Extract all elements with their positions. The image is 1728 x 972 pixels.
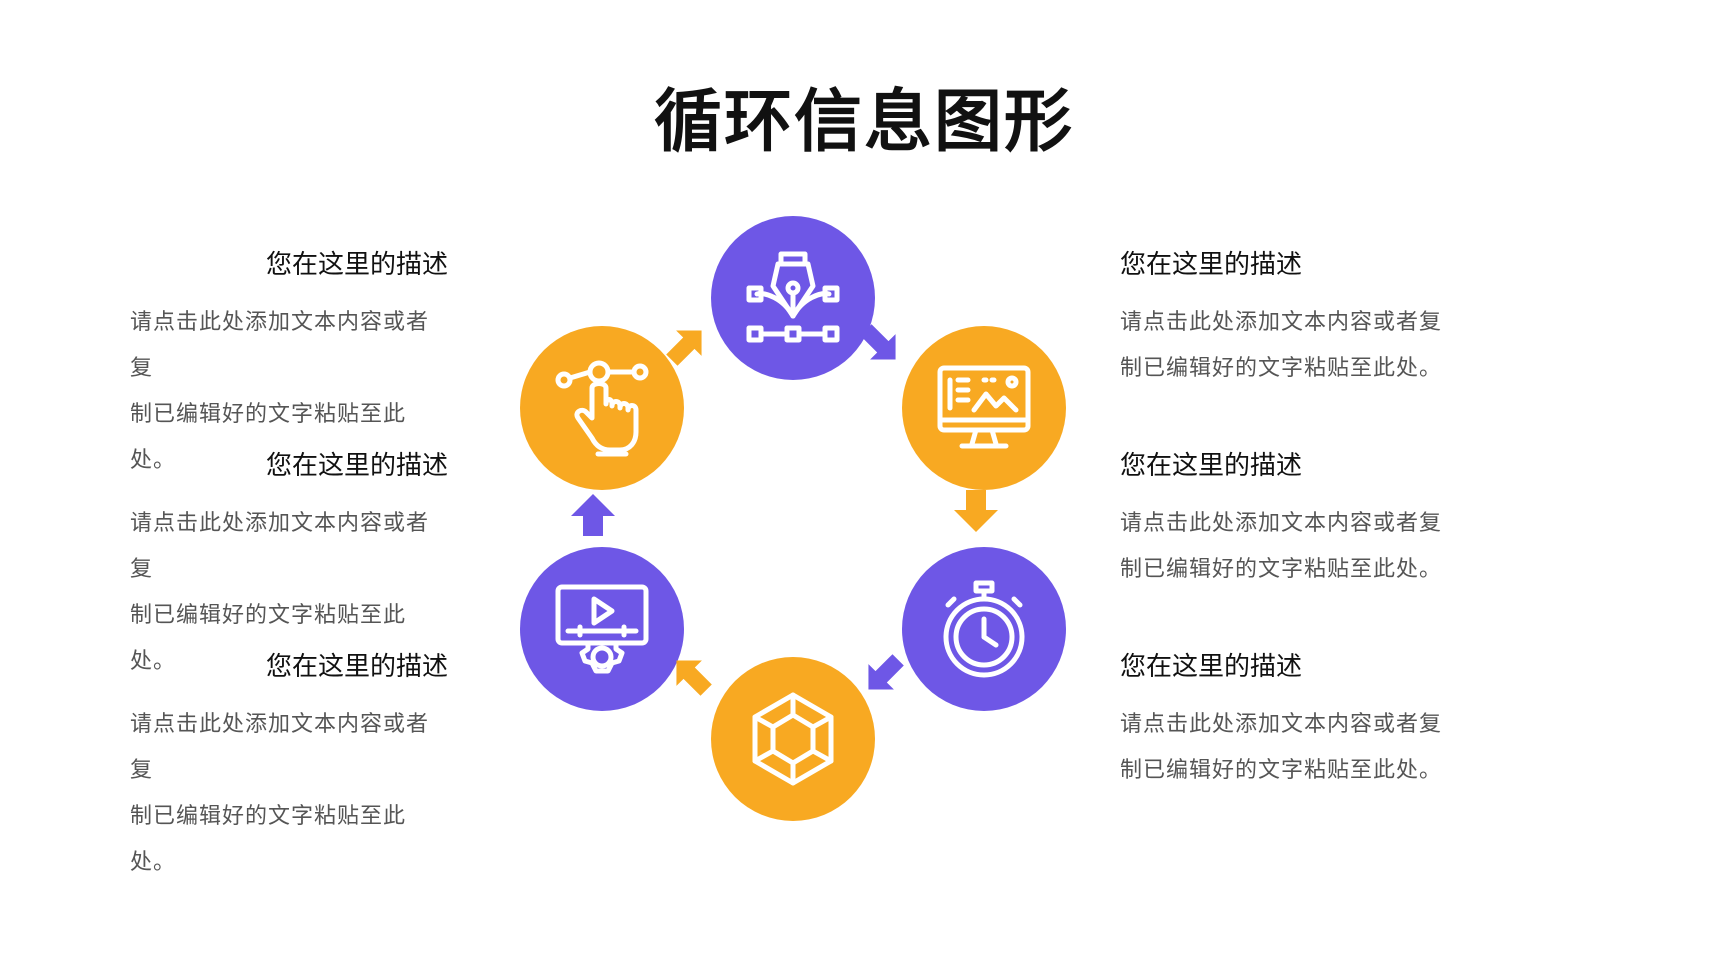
- arrow-up-right-icon: [666, 330, 702, 366]
- description-left-1: 您在这里的描述 请点击此处添加文本内容或者复 制已编辑好的文字粘贴至此处。: [130, 252, 448, 484]
- description-body-line: 制已编辑好的文字粘贴至此处。: [1120, 758, 1443, 783]
- touch-gesture-icon: [555, 360, 649, 457]
- description-right-1: 您在这里的描述 请点击此处添加文本内容或者复 制已编辑好的文字粘贴至此处。: [1120, 252, 1450, 392]
- description-body-line: 请点击此处添加文本内容或者复: [1120, 712, 1443, 737]
- description-left-3: 您在这里的描述 请点击此处添加文本内容或者复 制已编辑好的文字粘贴至此处。: [130, 654, 448, 886]
- description-body-line: 请点击此处添加文本内容或者复: [130, 511, 430, 582]
- description-body-line: 制已编辑好的文字粘贴至此处。: [130, 603, 407, 674]
- page-title: 循环信息图形: [653, 82, 1074, 162]
- description-body-line: 请点击此处添加文本内容或者复: [130, 712, 430, 783]
- cycle-node-6: [520, 326, 684, 490]
- description-right-3: 您在这里的描述 请点击此处添加文本内容或者复 制已编辑好的文字粘贴至此处。: [1120, 654, 1450, 794]
- description-body-line: 制已编辑好的文字粘贴至此处。: [130, 804, 407, 875]
- cycle-node-5: [520, 547, 684, 711]
- arrow-left-up-icon: [676, 660, 712, 696]
- cycle-node-4: [711, 657, 875, 821]
- description-body-line: 请点击此处添加文本内容或者复: [1120, 511, 1443, 536]
- video-settings-icon: [555, 584, 649, 674]
- arrow-down-right-icon: [860, 324, 896, 360]
- description-right-2: 您在这里的描述 请点击此处添加文本内容或者复 制已编辑好的文字粘贴至此处。: [1120, 453, 1450, 593]
- monitor-chart-icon: [937, 365, 1031, 449]
- arrow-up-icon: [571, 494, 615, 536]
- description-left-2: 您在这里的描述 请点击此处添加文本内容或者复 制已编辑好的文字粘贴至此处。: [130, 453, 448, 685]
- description-body-line: 制已编辑好的文字粘贴至此处。: [1120, 356, 1443, 381]
- description-body-line: 制已编辑好的文字粘贴至此处。: [130, 402, 407, 473]
- arrow-down-icon: [954, 490, 998, 532]
- description-body-line: 请点击此处添加文本内容或者复: [130, 310, 430, 381]
- cycle-node-1: [711, 216, 875, 380]
- cube-icon: [752, 692, 834, 786]
- description-heading: 您在这里的描述: [265, 652, 448, 682]
- description-body-line: 制已编辑好的文字粘贴至此处。: [1120, 557, 1443, 582]
- cycle-node-2: [902, 326, 1066, 490]
- arrow-down-left-icon: [868, 654, 904, 690]
- pen-tool-icon: [746, 251, 840, 343]
- cycle-node-3: [902, 547, 1066, 711]
- description-heading: 您在这里的描述: [265, 250, 448, 280]
- description-heading: 您在这里的描述: [265, 451, 448, 481]
- description-heading: 您在这里的描述: [1120, 652, 1303, 682]
- description-heading: 您在这里的描述: [1120, 451, 1303, 481]
- description-heading: 您在这里的描述: [1120, 250, 1303, 280]
- stopwatch-icon: [943, 580, 1025, 678]
- description-body-line: 请点击此处添加文本内容或者复: [1120, 310, 1443, 335]
